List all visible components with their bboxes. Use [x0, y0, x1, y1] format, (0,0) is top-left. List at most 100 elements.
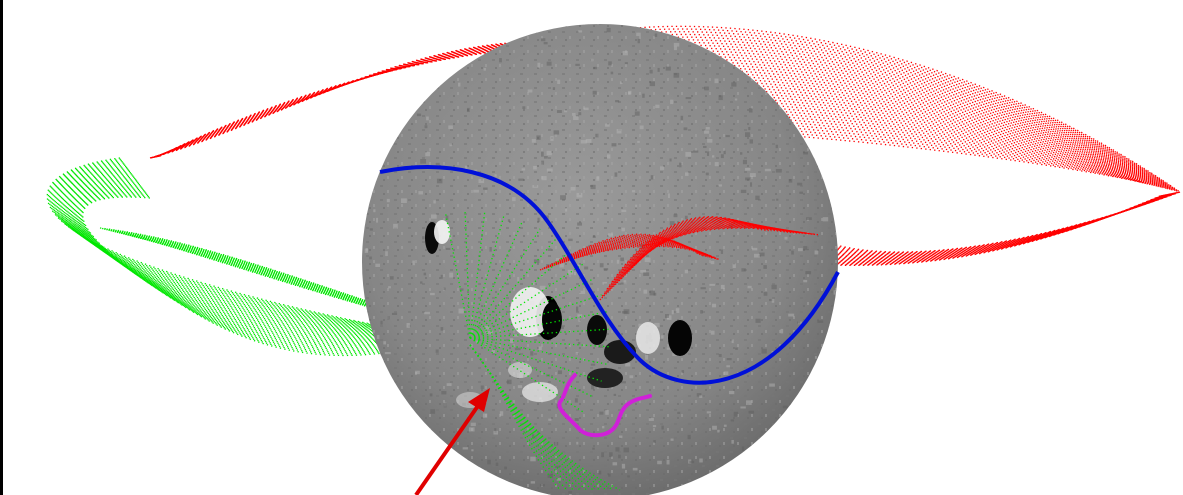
surface-speckle [723, 371, 729, 375]
surface-speckle [707, 223, 713, 226]
surface-speckle [507, 219, 511, 222]
surface-speckle [776, 198, 779, 201]
surface-speckle [559, 263, 564, 268]
field-line [469, 337, 608, 365]
surface-speckle [712, 425, 717, 430]
surface-speckle [643, 289, 648, 294]
surface-speckle [458, 82, 461, 87]
surface-speckle [512, 197, 516, 202]
surface-speckle [784, 236, 788, 240]
field-line [469, 337, 602, 382]
surface-speckle [642, 93, 645, 98]
surface-speckle [416, 113, 422, 117]
field-line [618, 221, 789, 282]
surface-speckle [493, 430, 498, 435]
surface-speckle [628, 91, 631, 95]
field-line [78, 191, 471, 350]
surface-speckle [817, 320, 824, 323]
surface-speckle [448, 125, 453, 130]
surface-speckle [706, 411, 712, 414]
magenta-contour [557, 373, 652, 438]
surface-speckle [517, 276, 520, 282]
surface-speckle [550, 136, 554, 141]
field-line [159, 46, 560, 157]
surface-speckle [657, 460, 662, 465]
surface-speckle [726, 365, 731, 368]
red-arrow [414, 388, 490, 495]
surface-speckle [720, 249, 724, 254]
surface-speckle [543, 41, 548, 45]
surface-speckle [704, 130, 710, 134]
surface-speckle [763, 265, 767, 269]
surface-speckle [445, 247, 451, 250]
field-line [73, 187, 471, 345]
surface-speckle [723, 150, 726, 155]
surface-speckle [577, 314, 583, 317]
field-line [586, 71, 1163, 189]
left-edge-bar [0, 0, 3, 495]
surface-speckle [573, 115, 579, 121]
surface-speckle [632, 467, 638, 471]
surface-speckle [734, 98, 738, 101]
surface-speckle [623, 447, 630, 453]
surface-speckle [796, 321, 801, 324]
surface-speckle [623, 280, 627, 285]
field-line [569, 245, 721, 261]
surface-speckle [746, 400, 752, 405]
surface-speckle [577, 222, 583, 226]
surface-speckle [387, 316, 390, 320]
surface-speckle [518, 178, 524, 181]
surface-speckle [423, 272, 427, 276]
surface-speckle [422, 236, 425, 240]
surface-speckle [741, 268, 746, 272]
surface-speckle [569, 493, 572, 495]
surface-speckle [639, 125, 644, 130]
surface-speckle [480, 385, 484, 389]
field-line [796, 192, 1173, 258]
surface-speckle [623, 309, 630, 315]
surface-speckle [499, 411, 504, 416]
surface-speckle [489, 247, 492, 252]
field-line [469, 263, 584, 339]
surface-speckle [675, 308, 680, 313]
surface-speckle [476, 340, 479, 343]
surface-speckle [575, 352, 579, 355]
surface-speckle [602, 425, 605, 429]
surface-speckle [443, 287, 446, 291]
field-line [616, 123, 1143, 184]
surface-speckle [665, 314, 669, 318]
surface-speckle [629, 375, 634, 379]
surface-speckle [685, 97, 692, 100]
surface-speckle [627, 475, 630, 478]
field-line [788, 193, 1170, 260]
field-line [587, 73, 1162, 188]
surface-speckle [564, 110, 568, 113]
surface-speckle [745, 132, 750, 137]
field-line [608, 218, 775, 291]
surface-speckle [665, 66, 671, 71]
surface-speckle [620, 257, 624, 262]
surface-speckle [669, 158, 672, 162]
field-line [770, 194, 1164, 264]
surface-speckle [386, 198, 390, 203]
surface-speckle [556, 478, 561, 481]
field-line [592, 81, 1159, 188]
surface-speckle [546, 168, 553, 172]
surface-speckle [761, 348, 767, 354]
surface-speckle [669, 221, 675, 226]
surface-speckle [655, 104, 660, 109]
surface-speckle [440, 327, 444, 331]
surface-speckle [712, 155, 715, 158]
surface-speckle [731, 439, 734, 444]
surface-speckle [622, 311, 628, 314]
surface-speckle [369, 256, 372, 260]
field-line [806, 192, 1176, 256]
field-line [55, 167, 471, 341]
field-line [814, 191, 1179, 254]
surface-speckle [755, 195, 760, 200]
field-line [609, 110, 1148, 185]
surface-speckle [464, 165, 468, 169]
surface-speckle [628, 90, 632, 95]
surface-speckle [532, 434, 535, 439]
